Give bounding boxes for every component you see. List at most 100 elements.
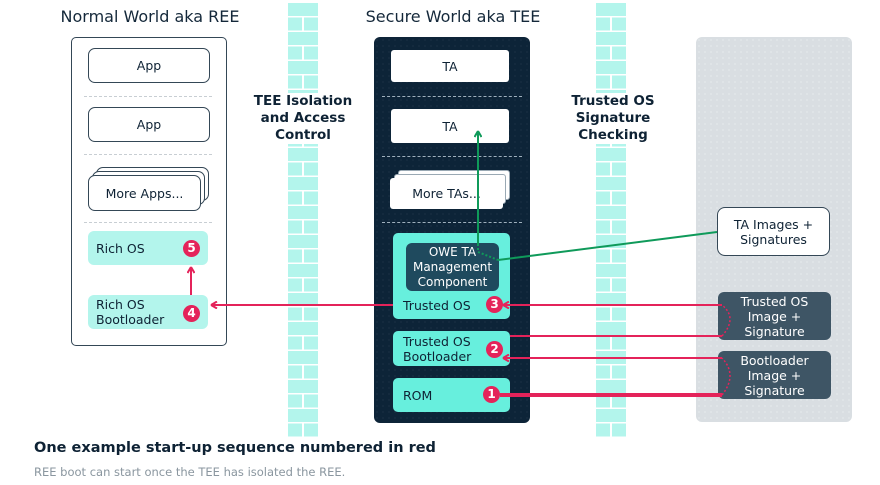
ta-label: TA [442,118,458,134]
brick [612,191,626,205]
brick [288,206,318,219]
brick [596,148,626,161]
arrow-ta-images-to-owe [497,231,718,261]
brick [304,17,318,31]
tos-image-loop [721,304,731,337]
trusted-os-label: Trusted OS [403,298,471,313]
brick [612,220,626,234]
step-badge-2: 2 [486,341,503,358]
brick [304,336,318,350]
brick [288,293,318,306]
brick [596,293,626,306]
divider [382,222,522,223]
brick [288,336,302,350]
ta-label: TA [442,58,458,74]
bootloader-image-loop [721,357,731,396]
wall-label-isolation: TEE Isolation and Access Control [253,93,353,144]
brick [288,423,302,437]
brick [288,75,302,89]
bootloader-image-box: Bootloader Image + Signature [718,351,831,399]
wall-label-line: Trusted OS [571,93,655,109]
rom-label: ROM [403,387,433,403]
brick [288,235,318,248]
divider [84,96,212,97]
brick [612,17,626,31]
app-label: App [136,58,162,73]
caption-title: One example start-up sequence numbered i… [34,440,436,456]
brick [612,75,626,89]
brick [288,264,318,277]
brick [304,249,318,263]
brick [288,351,318,364]
brick [288,191,302,205]
brick [304,191,318,205]
brick [596,3,626,16]
brick [612,278,626,292]
wall-label-line: Signature [575,110,651,126]
step-badge-3: 3 [486,296,503,313]
owe-component-label: OWE TA Management Component [412,244,493,289]
brick [288,177,318,190]
more-apps-box: More Apps... [88,175,201,211]
brick [612,307,626,321]
more-tas-label: More TAs... [412,186,481,201]
brick [596,32,626,45]
more-tas-box: More TAs... [390,178,503,209]
brick [288,17,302,31]
brick [288,394,302,408]
trusted-os-image-label: Trusted OS Image + Signature [740,293,809,339]
brick [596,365,610,379]
brick [288,3,318,16]
brick [304,278,318,292]
rich-os-box: Rich OS [88,231,208,265]
brick [596,380,626,393]
brick [304,162,318,176]
brick [304,423,318,437]
brick [288,148,318,161]
brick [596,249,610,263]
brick [612,336,626,350]
brick [596,75,610,89]
brick [596,394,610,408]
brick [612,46,626,60]
brick [596,46,610,60]
rich-os-bootloader-box: Rich OS Bootloader [88,295,208,329]
wall-label-line: Checking [578,127,648,143]
rich-os-bootloader-label: Rich OS Bootloader [96,297,165,327]
wall-label-signature: Trusted OS Signature Checking [563,93,663,144]
ta-images-label: TA Images + Signatures [733,216,814,247]
trusted-os-bootloader-label: Trusted OS Bootloader [403,333,472,364]
brick [304,220,318,234]
brick [288,365,302,379]
brick [288,46,302,60]
brick [288,220,302,234]
brick [596,322,626,335]
brick [596,336,610,350]
ta-box: TA [391,109,509,143]
brick [288,409,318,422]
brick [596,264,626,277]
wall-label-line: and Access [260,110,346,126]
brick [596,191,610,205]
brick [596,220,610,234]
brick [288,307,302,321]
step-badge-4: 4 [183,305,200,322]
brick [596,307,610,321]
brick [304,394,318,408]
trusted-os-bootloader-box: Trusted OS Bootloader [393,331,510,366]
wall-label-line: TEE Isolation [253,93,353,109]
ta-box: TA [391,50,509,82]
brick [288,32,318,45]
brick [304,46,318,60]
brick [596,177,626,190]
brick [596,278,610,292]
brick [288,162,302,176]
wall-label-line: Control [275,127,331,143]
brick [288,61,318,74]
divider [84,154,212,155]
brick [304,307,318,321]
brick [612,423,626,437]
app-label: App [136,117,162,132]
brick [596,162,610,176]
